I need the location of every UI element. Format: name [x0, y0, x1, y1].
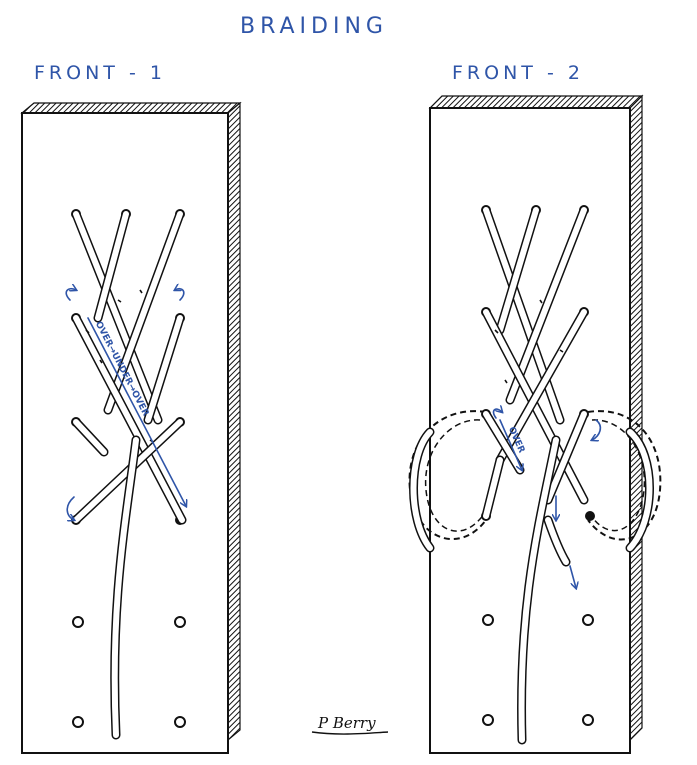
main-title: BRAIDING: [240, 14, 388, 39]
panel-2-title: FRONT - 2: [452, 62, 584, 84]
direction-arrows-1: [65, 289, 186, 520]
strap-2: [428, 94, 644, 754]
signature-text: P Berry: [317, 714, 376, 732]
panel-1-title: FRONT - 1: [34, 62, 166, 84]
lace-1: [71, 209, 187, 740]
lace-2: [481, 205, 589, 745]
artist-signature: P Berry: [311, 714, 389, 735]
direction-arrows-2: [492, 409, 602, 588]
panel-2: OVER: [408, 94, 662, 754]
back-loops-2: [408, 410, 662, 553]
panel-1: OVER→UNDER→OVER: [20, 101, 242, 754]
